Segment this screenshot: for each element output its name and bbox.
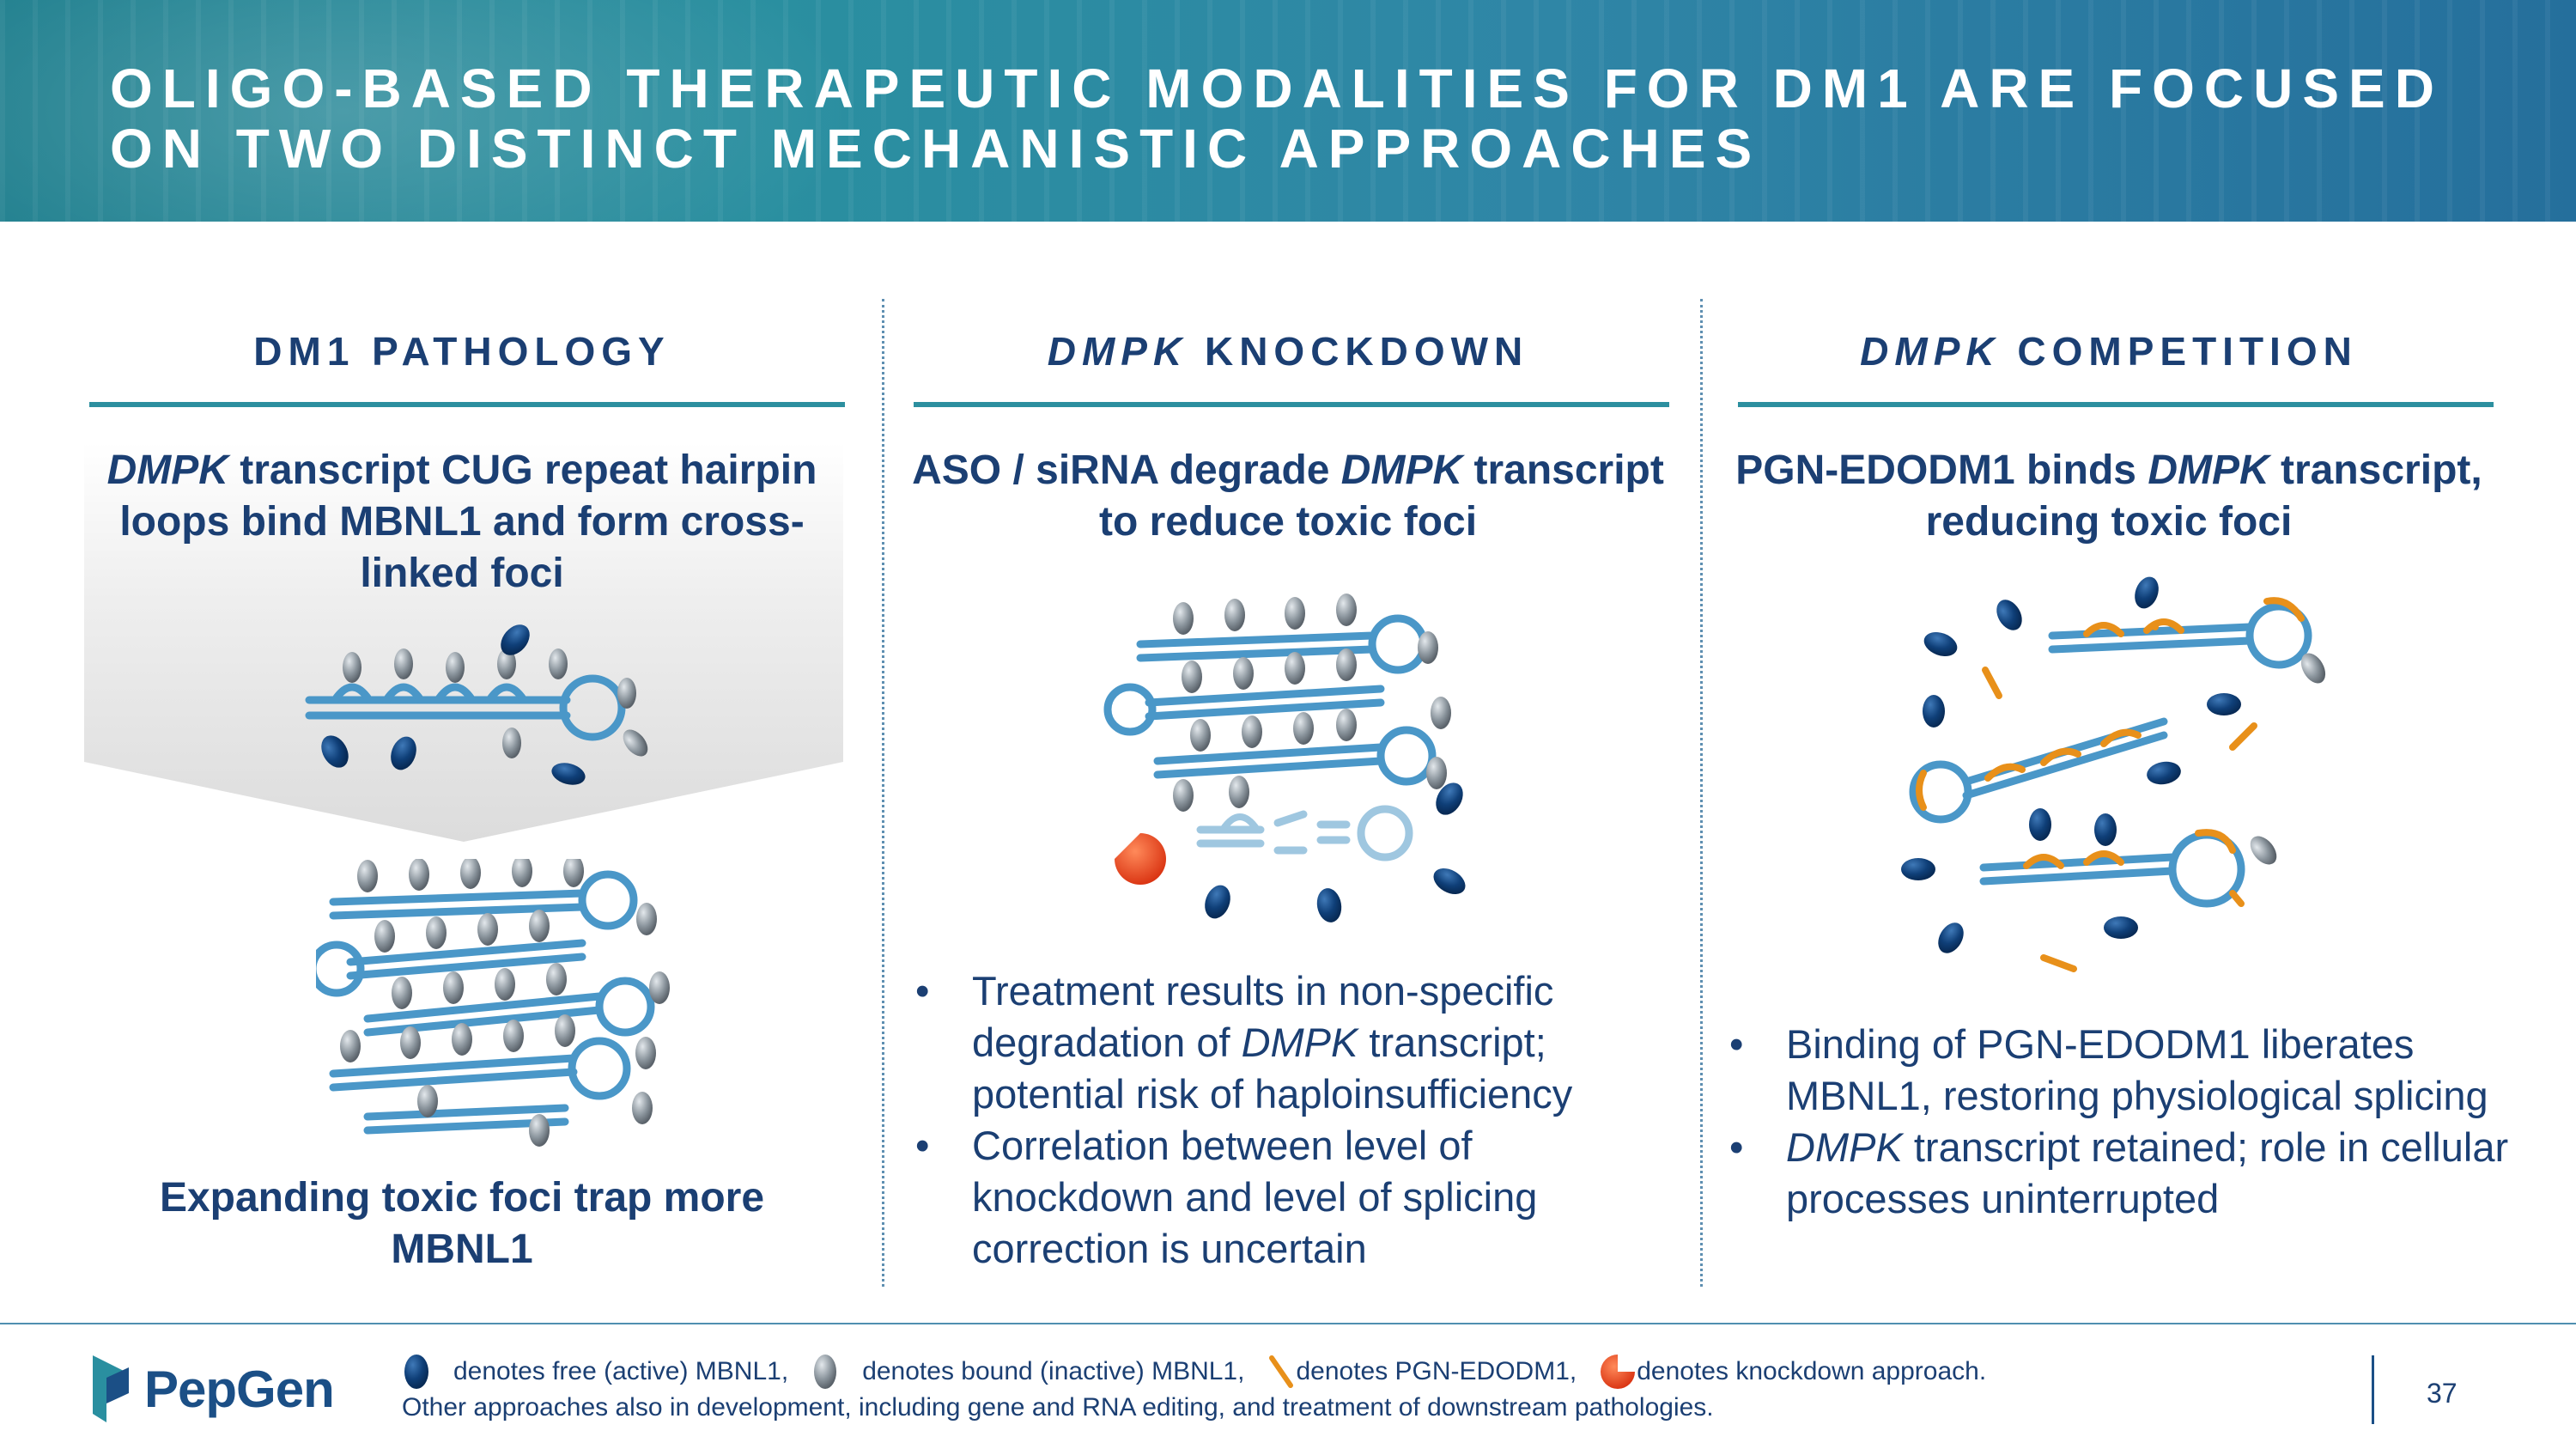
subhead-pre: ASO / siRNA degrade [912,447,1341,493]
heading-rest: COMPETITION [2000,329,2358,374]
dmpk-italic: DMPK [1340,447,1463,493]
free-mbnl1-icon [404,1355,428,1389]
bound-mbnl1-icon [814,1355,837,1389]
bullet-post: transcript; potential risk of haploinsuf… [972,1020,1573,1117]
competition-bullet-1: Binding of PGN-EDODM1 liberates MBNL1, r… [1724,1019,2531,1122]
banner-glow [0,0,859,222]
knockdown-bullet-1: Treatment results in non-specific degrad… [910,965,1683,1120]
bullet-pre: Treatment results in non-specific degrad… [972,968,1554,1065]
column-rule-competition [1738,402,2494,407]
legend-bound-label: denotes bound (inactive) MBNL1, [862,1357,1245,1385]
pgn-edodm1-icon [1269,1355,1294,1388]
subhead-pre: PGN-EDODM1 binds [1735,447,2148,493]
legend-row-1: denotes free (active) MBNL1, denotes bou… [402,1353,1986,1391]
column-divider-2 [1700,299,1703,1287]
dmpk-italic: DMPK [1786,1124,1903,1170]
column-heading-pathology: DM1 PATHOLOGY [253,329,671,374]
dmpk-italic: DMPK [1860,329,2001,374]
bullet-pre: Binding of PGN-EDODM1 liberates MBNL1, r… [1786,1021,2488,1118]
bullet-post: transcript retained; role in cellular pr… [1786,1124,2509,1221]
knockdown-icon [1601,1355,1636,1389]
competition-subhead: PGN-EDODM1 binds DMPK transcript, reduci… [1731,445,2487,548]
banner-texture [0,0,2576,222]
dmpk-italic: DMPK [1047,329,1188,374]
heading-rest: KNOCKDOWN [1188,329,1529,374]
column-heading-knockdown: DMPK KNOCKDOWN [910,328,1666,374]
pathology-subhead: DMPK transcript CUG repeat hairpin loops… [84,445,840,600]
footer-rule [0,1323,2576,1324]
page-number-separator [2372,1355,2374,1424]
bullet-pre: Correlation between level of knockdown a… [972,1123,1538,1271]
slide-title: OLIGO-BASED THERAPEUTIC MODALITIES FOR D… [110,58,2444,180]
pathology-subhead-text: transcript CUG repeat hairpin loops bind… [119,447,817,596]
header-banner: OLIGO-BASED THERAPEUTIC MODALITIES FOR D… [0,0,2576,222]
pepgen-logo-icon [93,1355,129,1422]
knockdown-bullet-2: Correlation between level of knockdown a… [910,1120,1683,1275]
competition-bullet-list: Binding of PGN-EDODM1 liberates MBNL1, r… [1724,1019,2531,1225]
column-rule-knockdown [914,402,1669,407]
toxic-foci-illustration [316,859,670,1147]
pepgen-logo: PepGen [89,1350,335,1428]
knockdown-subhead: ASO / siRNA degrade DMPK transcript to r… [910,445,1666,548]
column-divider-1 [882,299,884,1287]
pathology-caption: Expanding toxic foci trap more MBNL1 [159,1175,765,1272]
page-number: 37 [2427,1378,2458,1409]
knockdown-bullet-list: Treatment results in non-specific degrad… [910,965,1683,1275]
column-rule-pathology [89,402,845,407]
subhead-post: transcript to reduce toxic foci [1098,447,1664,545]
dmpk-italic: DMPK [106,447,228,493]
logo-text: PepGen [144,1360,335,1418]
competition-illustration [1901,576,2326,972]
legend-knockdown-label: denotes knockdown approach. [1637,1357,1987,1385]
dmpk-italic: DMPK [2148,447,2269,493]
footer-note: Other approaches also in development, in… [402,1393,1714,1422]
knockdown-illustration [1103,594,1466,922]
chevron-arrow-background [84,442,843,842]
dmpk-italic: DMPK [1241,1020,1358,1065]
legend-pgn-label: denotes PGN-EDODM1, [1296,1357,1577,1385]
competition-bullet-2: DMPK transcript retained; role in cellul… [1724,1122,2531,1225]
hairpin-bound-illustration [305,624,648,785]
column-heading-competition: DMPK COMPETITION [1731,328,2487,374]
subhead-post: transcript, reducing toxic foci [1925,447,2482,545]
legend-free-label: denotes free (active) MBNL1, [453,1357,789,1385]
footer-legend: denotes free (active) MBNL1, denotes bou… [402,1353,1986,1425]
